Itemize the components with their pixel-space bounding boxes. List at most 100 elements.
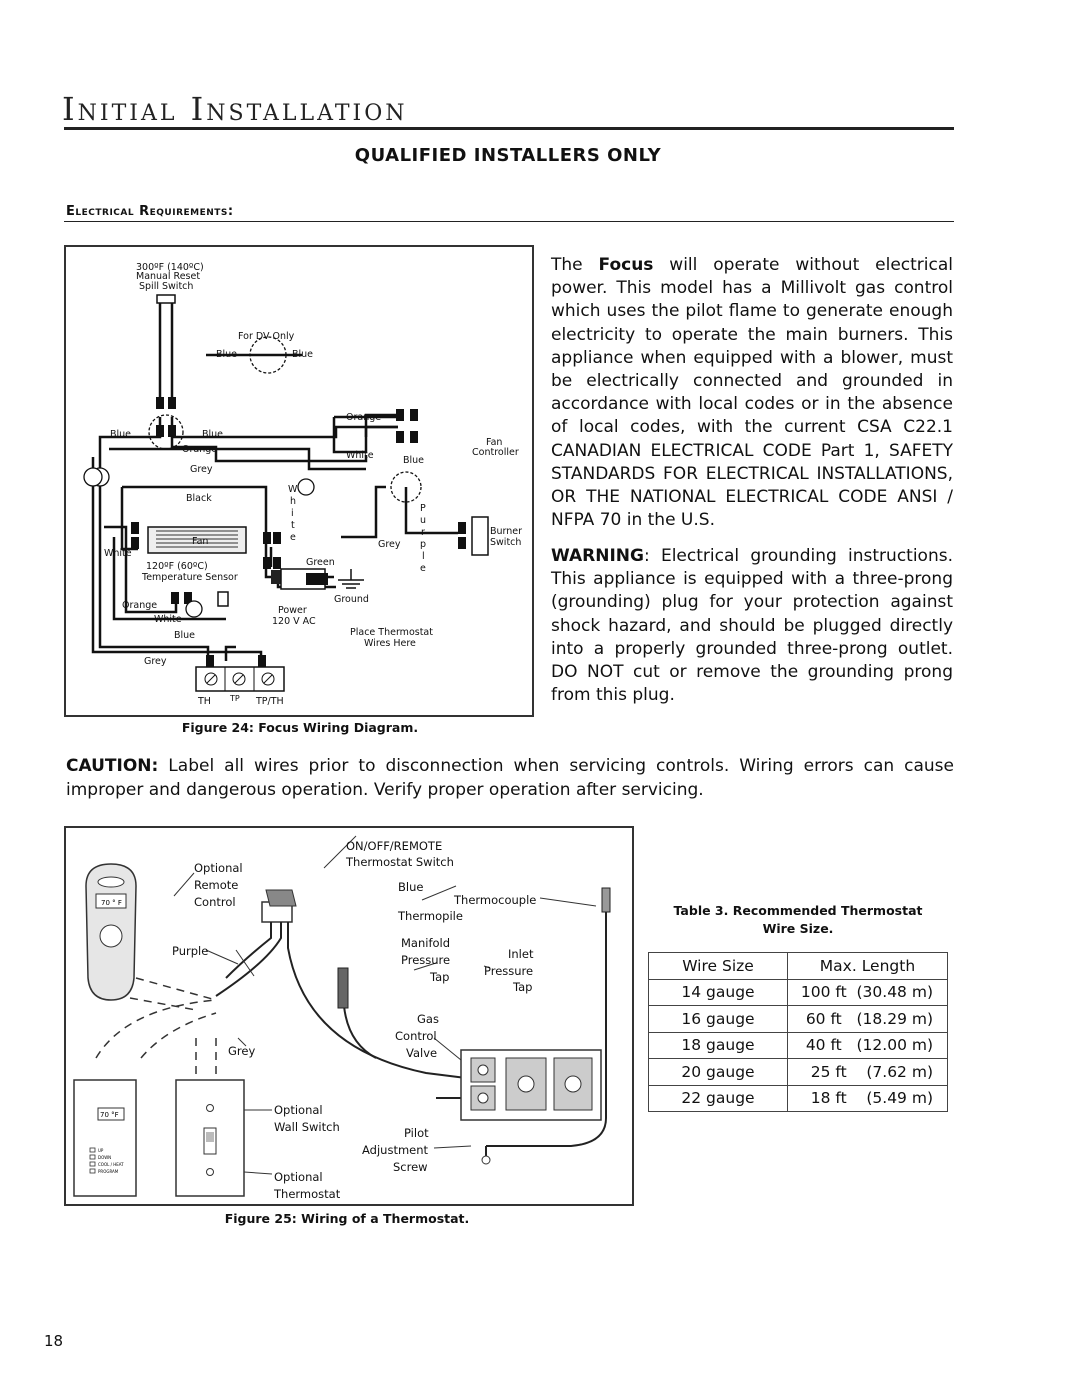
inlet-label-2: Pressure <box>484 964 533 978</box>
purple-vertical-6: e <box>420 563 426 574</box>
purple-vertical-5: l <box>422 551 425 562</box>
optional-thermostat-label-1: Optional <box>274 1170 323 1184</box>
manifold-label-2: Pressure <box>401 953 450 967</box>
optional-wall-switch-label-2: Wall Switch <box>274 1120 340 1134</box>
wire-label-black: Black <box>186 493 212 504</box>
wire-size-cell: 22 gauge <box>648 1084 788 1112</box>
intro-paragraph: The Focus will operate without electrica… <box>551 254 953 532</box>
max-length-cell: 18 ft (5.49 m) <box>786 1084 949 1112</box>
purple-vertical-1: P <box>420 503 426 514</box>
caution-label: CAUTION: <box>66 756 159 776</box>
thermostat-btn-down: DOWN <box>98 1155 111 1160</box>
table-caption-line-2: Wire Size. <box>762 921 834 936</box>
wire-label-blue: Blue <box>174 630 195 641</box>
thermocouple-label: Thermocouple <box>453 893 536 907</box>
pilot-label-1: Pilot <box>404 1126 429 1140</box>
intro-pre: The <box>551 255 599 275</box>
fan-controller-label-2: Controller <box>472 447 519 458</box>
max-length-cell: 60 ft (18.29 m) <box>786 1005 949 1033</box>
thermostat-diagram-svg: 70 ° F 70 °F UP DOWN COOL / HEAT PROGRAM <box>73 835 611 1201</box>
wire-label-grey: Grey <box>190 464 213 475</box>
title-rule <box>64 127 954 130</box>
temp-sensor-label-2: Temperature Sensor <box>141 572 238 583</box>
terminal-label-tp: TP <box>229 694 240 703</box>
optional-thermostat-label-2: Thermostat <box>273 1187 341 1201</box>
fan-label: Fan <box>192 536 208 547</box>
burner-switch-label-1: Burner <box>490 526 522 537</box>
table-3-caption: Table 3. Recommended Thermostat Wire Siz… <box>648 902 948 938</box>
wire-size-table: Wire Size Max. Length 14 gauge 100 ft (3… <box>648 952 949 1112</box>
spill-label-2: Manual Reset <box>136 271 200 282</box>
pilot-label-3: Screw <box>393 1160 428 1174</box>
terminal-label-tpth: TP/TH <box>255 696 284 707</box>
inlet-label-3: Tap <box>512 980 532 994</box>
wire-label-grey: Grey <box>378 539 401 550</box>
purple-vertical-3: r <box>421 527 425 538</box>
thermostat-temp-display: 70 °F <box>100 1111 119 1119</box>
wire-label-orange: Orange <box>122 600 157 611</box>
header-max-length: Max. Length <box>786 952 949 980</box>
inlet-label-1: Inlet <box>508 947 534 961</box>
wire-label-grey: Grey <box>228 1044 255 1058</box>
optional-remote-label-2: Remote <box>194 878 238 892</box>
wire-size-cell: 14 gauge <box>648 978 788 1006</box>
table-row: 18 gauge 40 ft (12.00 m) <box>648 1031 949 1059</box>
focus-wiring-diagram: 300ºF (140ºC) Manual Reset Spill Switch … <box>64 245 534 717</box>
page-title: Initial Installation <box>62 90 408 128</box>
warning-text: : Electrical grounding instructions. Thi… <box>551 546 953 706</box>
max-length-cell: 25 ft (7.62 m) <box>786 1058 949 1086</box>
power-label-2: 120 V AC <box>272 616 316 627</box>
table-row: 14 gauge 100 ft (30.48 m) <box>648 978 949 1006</box>
spill-label-1: 300ºF (140ºC) <box>136 262 204 273</box>
white-vertical-1: W <box>288 484 298 495</box>
manifold-label-3: Tap <box>429 970 449 984</box>
thermostat-wiring-diagram: 70 ° F 70 °F UP DOWN COOL / HEAT PROGRAM <box>64 826 634 1206</box>
wire-label-purple: Purple <box>172 944 208 958</box>
table-header-row: Wire Size Max. Length <box>648 952 949 980</box>
caution-text: Label all wires prior to disconnection w… <box>66 756 954 800</box>
figure-25-caption: Figure 25: Wiring of a Thermostat. <box>224 1211 470 1226</box>
fan-controller-label-1: Fan <box>486 437 502 448</box>
optional-remote-label-3: Control <box>194 895 236 909</box>
spill-label-3: Spill Switch <box>139 281 193 292</box>
wire-label-blue: Blue <box>398 880 423 894</box>
model-name: Focus <box>598 255 654 275</box>
manifold-label-1: Manifold <box>401 936 450 950</box>
wire-label-blue: Blue <box>292 349 313 360</box>
wiring-diagram-svg: 300ºF (140ºC) Manual Reset Spill Switch … <box>83 262 522 707</box>
page-subtitle: QUALIFIED INSTALLERS ONLY <box>354 145 662 166</box>
page-number: 18 <box>44 1332 64 1350</box>
pilot-label-2: Adjustment <box>362 1143 429 1157</box>
thermostat-btn-up: UP <box>98 1148 104 1153</box>
wire-label-blue: Blue <box>403 455 424 466</box>
wire-label-blue: Blue <box>110 429 131 440</box>
wire-label-blue: Blue <box>216 349 237 360</box>
wire-label-white: White <box>104 548 132 559</box>
section-rule <box>64 221 954 222</box>
temp-sensor-label-1: 120ºF (60ºC) <box>146 561 208 572</box>
ground-label: Ground <box>334 594 369 605</box>
wire-label-blue: Blue <box>202 429 223 440</box>
table-row: 22 gauge 18 ft (5.49 m) <box>648 1084 949 1112</box>
header-wire-size: Wire Size <box>648 952 788 980</box>
gas-valve-label-2: Control <box>395 1029 437 1043</box>
place-thermostat-label-1: Place Thermostat <box>350 627 433 638</box>
max-length-cell: 40 ft (12.00 m) <box>786 1031 949 1059</box>
optional-wall-switch-label-1: Optional <box>274 1103 323 1117</box>
wire-label-white: White <box>154 614 182 625</box>
purple-vertical-4: p <box>420 539 426 550</box>
onoff-label-2: Thermostat Switch <box>345 855 454 869</box>
for-dv-label: For DV Only <box>238 331 295 342</box>
caution-paragraph: CAUTION: Label all wires prior to discon… <box>66 755 954 802</box>
thermostat-btn-mode: COOL / HEAT <box>98 1162 124 1167</box>
table-row: 16 gauge 60 ft (18.29 m) <box>648 1005 949 1033</box>
white-vertical-2: h <box>290 496 296 507</box>
section-heading: Electrical Requirements: <box>66 204 234 219</box>
burner-switch-label-2: Switch <box>490 537 521 548</box>
white-vertical-5: e <box>290 532 296 543</box>
wire-size-cell: 18 gauge <box>648 1031 788 1059</box>
max-length-cell: 100 ft (30.48 m) <box>786 978 949 1006</box>
white-vertical-3: i <box>291 508 294 519</box>
table-row: 20 gauge 25 ft (7.62 m) <box>648 1058 949 1086</box>
thermostat-btn-program: PROGRAM <box>98 1169 119 1174</box>
